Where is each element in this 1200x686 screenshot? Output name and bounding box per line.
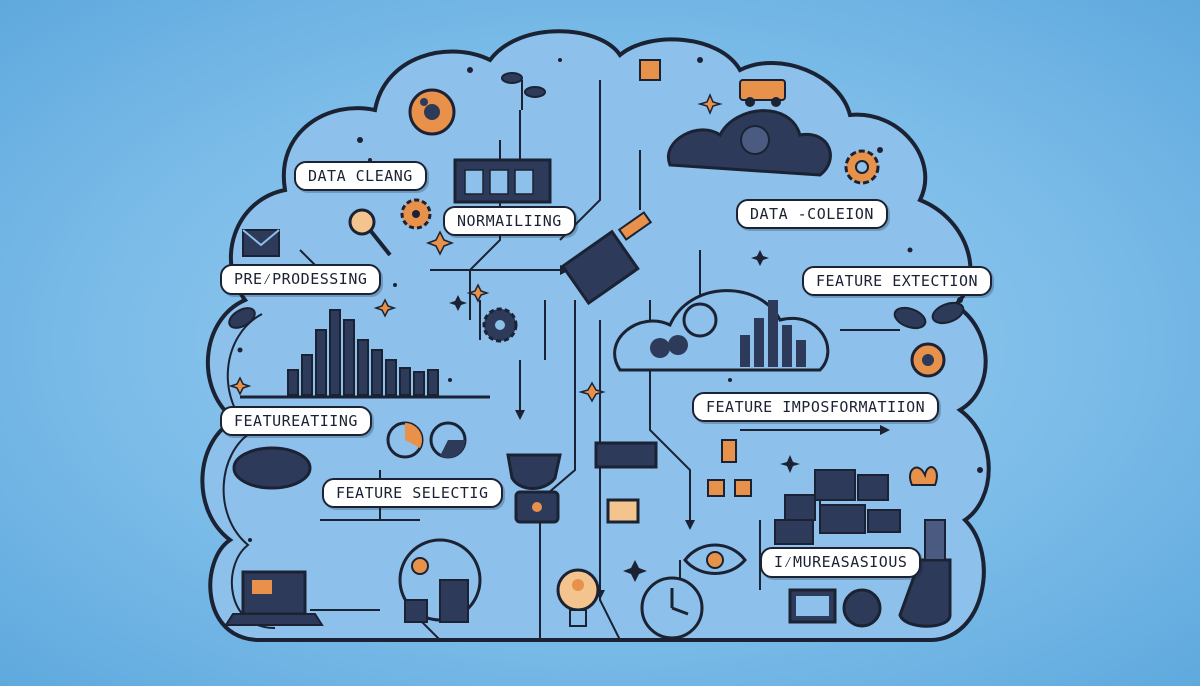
- label-feature-selecting: FEATURE SELECTIG: [322, 478, 503, 508]
- boxes-icon: [774, 469, 901, 545]
- cloud-inner-outline: [222, 313, 276, 629]
- storm-cloud-icon: [232, 446, 312, 490]
- label-preprocessing: PRE⁄PRODESSING: [220, 264, 382, 295]
- gear-icon: [400, 198, 432, 230]
- label-featurizing: FEATUREATIING: [220, 406, 372, 436]
- monitor-icon: [788, 588, 882, 628]
- plant-icon: [501, 72, 546, 110]
- gear-icon: [408, 88, 456, 136]
- label-data-cleaning: DATA CLEANG: [294, 161, 427, 191]
- flame-icon: [909, 466, 938, 486]
- envelope-icon: [242, 229, 280, 257]
- sparkle-icons: [228, 93, 723, 403]
- lightbulb-icon: [556, 568, 600, 627]
- monitor-icon: [514, 490, 560, 524]
- robot-arm-icon: [898, 519, 952, 628]
- storm-cloud-icon: [666, 109, 832, 177]
- globe-icon: [398, 538, 482, 623]
- label-measurements: I⁄MUREASASIOUS: [760, 547, 922, 578]
- label-feature-extraction: FEATURE EXTECTION: [802, 266, 993, 296]
- gear-icon: [910, 342, 946, 378]
- puzzle-icon: [639, 59, 661, 81]
- small-boxes-icon: [707, 439, 752, 497]
- label-feature-transformation: FEATURE IMPOSFORMATIION: [692, 392, 940, 422]
- clock-icon: [640, 576, 704, 640]
- puzzle-icon: [606, 498, 640, 524]
- bar-chart-icon: [287, 309, 439, 396]
- eye-icon: [683, 543, 747, 575]
- leaf-icon: [228, 301, 965, 330]
- laptop-icon: [224, 570, 324, 626]
- server-rack-icon: [453, 158, 552, 204]
- cloud-chart-icon: [613, 289, 830, 372]
- label-data-collection: DATA -COLEION: [736, 199, 888, 229]
- satellite-icon: [560, 211, 653, 306]
- label-normalizing: NORMAILIING: [443, 206, 576, 236]
- pie-chart-icon: [386, 421, 467, 459]
- magnifier-icon: [348, 208, 392, 257]
- gear-icon: [844, 149, 880, 185]
- gear-icon: [482, 307, 518, 343]
- truck-icon: [739, 79, 786, 107]
- bowl-icon: [506, 453, 562, 490]
- sparkle-icons-dark: [449, 250, 800, 582]
- server-rack-icon: [594, 441, 658, 469]
